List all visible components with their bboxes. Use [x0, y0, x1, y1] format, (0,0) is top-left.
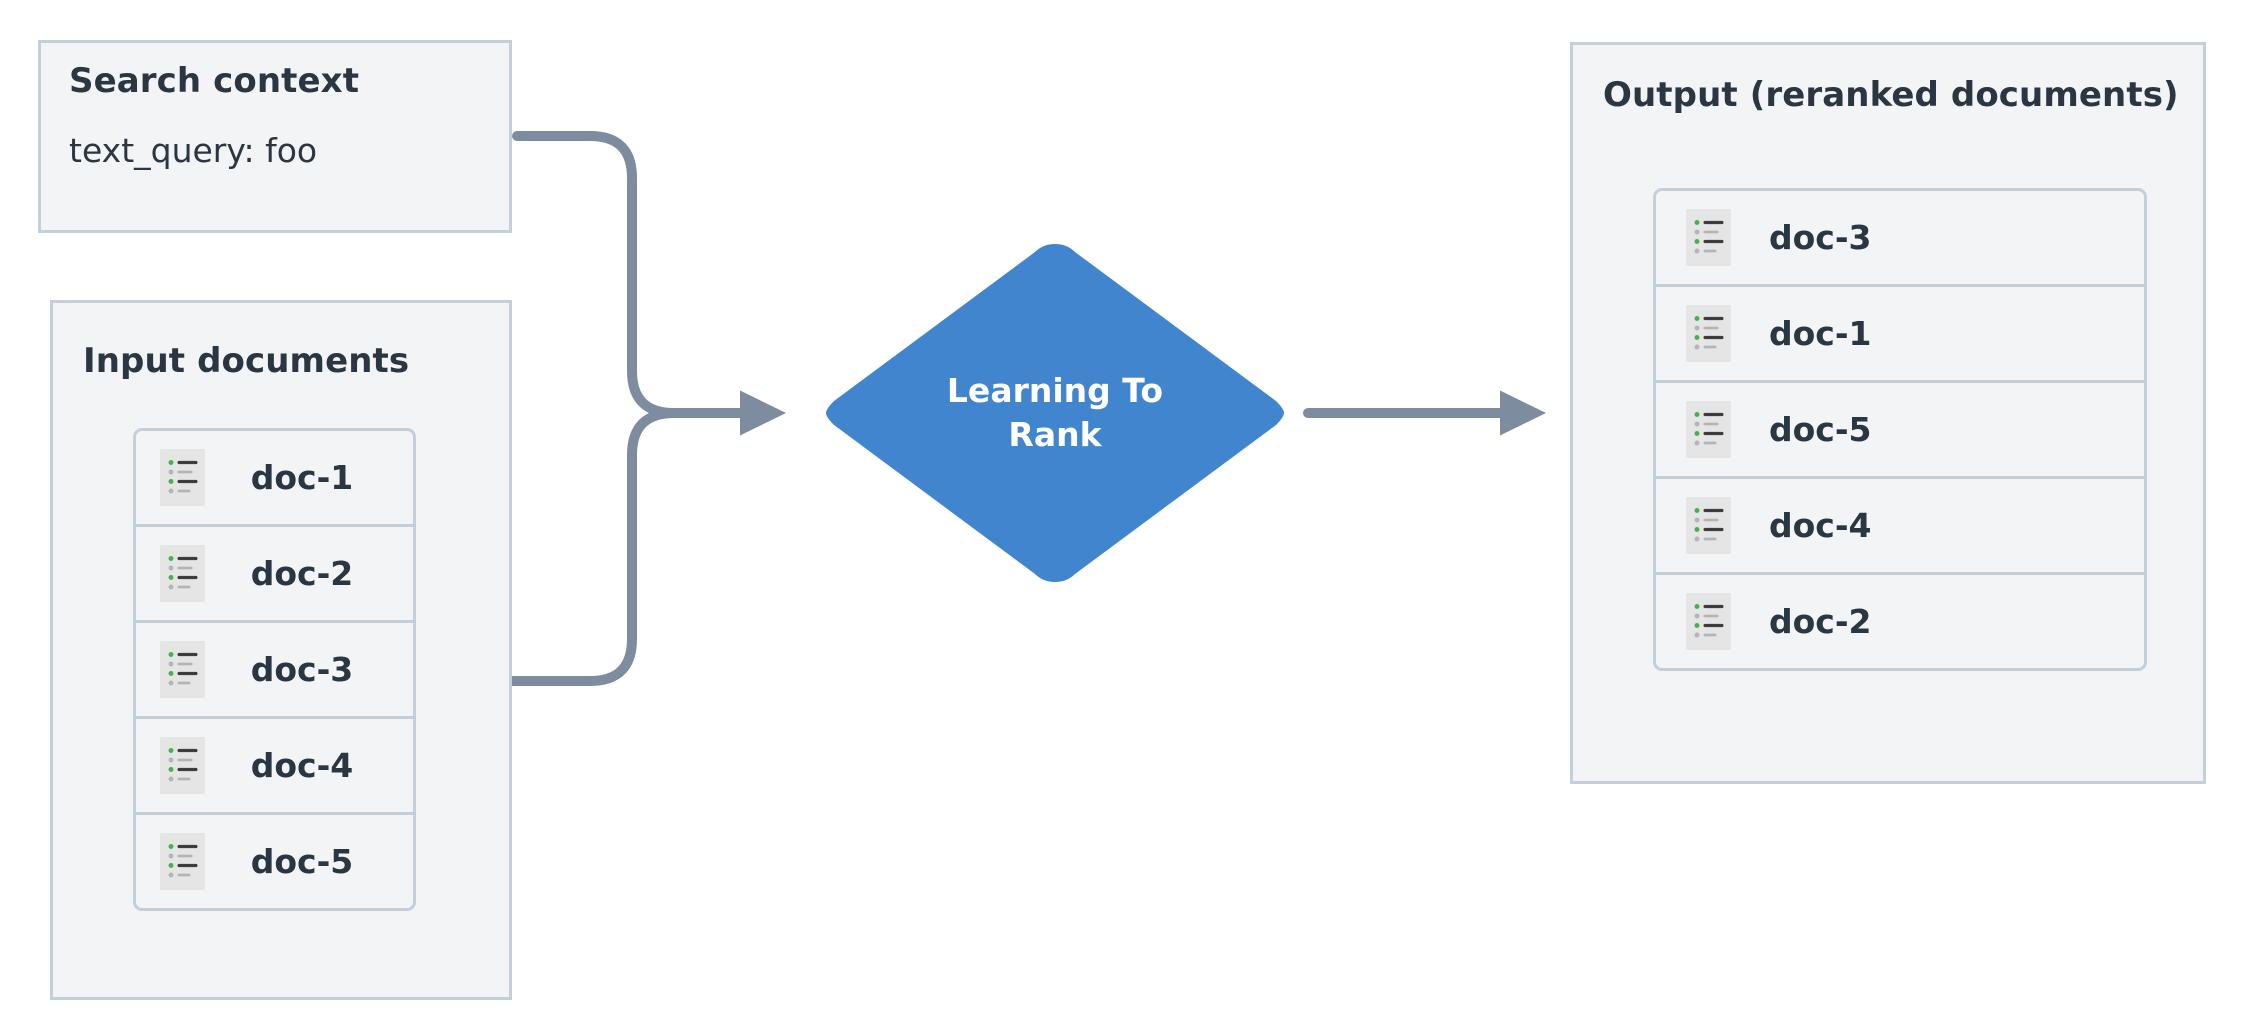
- document-list-icon: [160, 641, 205, 698]
- document-row[interactable]: doc-2: [1653, 572, 2147, 671]
- document-row[interactable]: doc-1: [133, 428, 416, 527]
- learning-to-rank-process-node[interactable]: Learning To Rank: [820, 238, 1290, 588]
- input-documents-title: Input documents: [83, 341, 410, 381]
- document-row-label: doc-3: [250, 650, 354, 689]
- search-context-query-value: text_query: foo: [69, 131, 318, 170]
- document-row-label: doc-2: [1769, 602, 1872, 641]
- document-list-icon: [1686, 497, 1731, 554]
- document-row[interactable]: doc-4: [133, 716, 416, 815]
- document-list-icon: [1686, 593, 1731, 650]
- document-row-label: doc-3: [1769, 218, 1872, 257]
- document-row-label: doc-4: [1769, 506, 1872, 545]
- document-list-icon: [160, 833, 205, 890]
- search-context-title: Search context: [69, 61, 360, 101]
- document-row-label: doc-2: [250, 554, 354, 593]
- document-list-icon: [1686, 401, 1731, 458]
- document-row[interactable]: doc-4: [1653, 476, 2147, 575]
- document-row[interactable]: doc-3: [1653, 188, 2147, 287]
- output-document-list: doc-3 doc-1 doc-5 doc-4 doc-2: [1653, 188, 2147, 671]
- document-list-icon: [160, 737, 205, 794]
- document-row[interactable]: doc-5: [133, 812, 416, 911]
- document-list-icon: [160, 545, 205, 602]
- connector-search-context-to-process: [512, 131, 786, 436]
- document-list-icon: [1686, 305, 1731, 362]
- document-list-icon: [1686, 209, 1731, 266]
- input-document-list: doc-1 doc-2 doc-3 doc-4 doc-5: [133, 428, 416, 911]
- document-row-label: doc-5: [250, 842, 354, 881]
- document-list-icon: [160, 449, 205, 506]
- document-row-label: doc-1: [1769, 314, 1872, 353]
- document-row-label: doc-1: [250, 458, 354, 497]
- document-row[interactable]: doc-5: [1653, 380, 2147, 479]
- document-row-label: doc-5: [1769, 410, 1872, 449]
- connector-input-documents-to-process: [500, 408, 705, 686]
- document-row-label: doc-4: [250, 746, 354, 785]
- document-row[interactable]: doc-2: [133, 524, 416, 623]
- document-row[interactable]: doc-3: [133, 620, 416, 719]
- diamond-shape: [826, 244, 1284, 582]
- document-row[interactable]: doc-1: [1653, 284, 2147, 383]
- search-context-panel: Search context text_query: foo: [38, 40, 512, 233]
- output-documents-title: Output (reranked documents): [1603, 75, 2179, 115]
